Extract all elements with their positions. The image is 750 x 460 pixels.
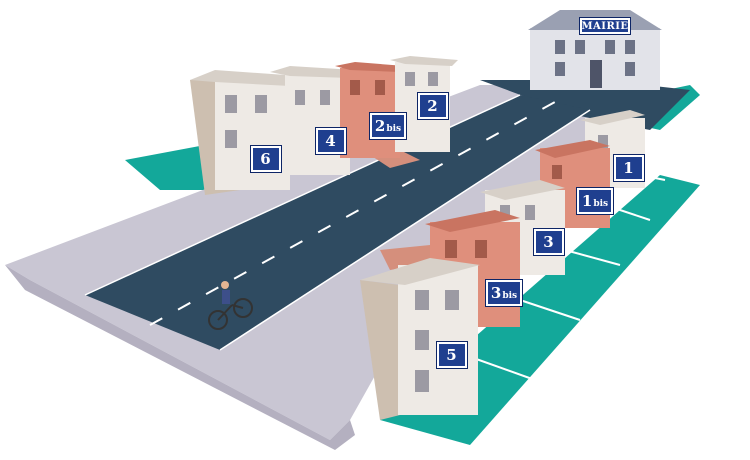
house-number-plate-4: 4 [315, 127, 347, 155]
plate-number: 4 [325, 131, 336, 150]
road-edge-right [219, 109, 591, 351]
house-number-plate-6: 6 [250, 145, 282, 173]
house-number-plate-1: 1 [613, 154, 645, 182]
cyclist [208, 281, 253, 330]
plate-suffix: bis [386, 123, 402, 134]
plate-number: 3 [490, 283, 502, 302]
house-number-plate-3: 3 [533, 228, 565, 256]
plate-suffix: bis [593, 198, 609, 209]
road-center-line [149, 101, 556, 326]
plate-number: 6 [260, 149, 271, 168]
plate-suffix: bis [502, 290, 518, 301]
house-4 [270, 66, 355, 175]
mairie-sign: MAIRIE [579, 17, 631, 35]
plate-number: 2 [374, 116, 386, 135]
house-number-plate-2: 2 [417, 92, 449, 120]
house-6 [190, 70, 300, 195]
plate-number: 2 [427, 96, 438, 115]
plate-number: 3 [543, 232, 554, 251]
plate-number: 1 [623, 158, 634, 177]
house-number-plate-5: 5 [436, 341, 468, 369]
town-hall [528, 10, 662, 90]
plaza [480, 80, 690, 130]
road [85, 95, 590, 350]
house-5 [360, 258, 480, 420]
plate-number: 1 [581, 191, 593, 210]
plate-number: 5 [446, 345, 457, 364]
